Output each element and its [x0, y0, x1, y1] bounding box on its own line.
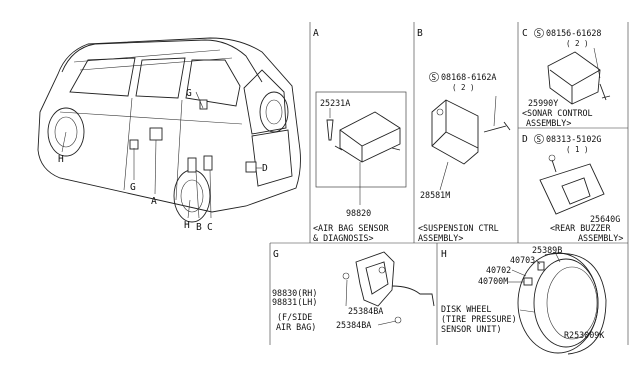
- bolt-08313-5102g: 08313-5102G: [546, 134, 601, 144]
- bolt-25384ba-upper: 25384BA: [348, 306, 383, 316]
- section-a: A 25231A 98820 <AIR BAG SENSOR & DIAGNOS…: [313, 28, 401, 243]
- section-h-caption-1: DISK WHEEL: [441, 304, 491, 314]
- callout-b: B: [196, 222, 202, 233]
- screw-symbol-d: S: [537, 135, 542, 144]
- section-g-caption-2: AIR BAG): [276, 322, 316, 332]
- section-c-caption-2: ASSEMBLY>: [526, 118, 571, 128]
- part-40700m: 40700M: [478, 276, 508, 286]
- callout-h-left: H: [58, 154, 64, 165]
- callout-a: A: [151, 196, 157, 207]
- section-a-caption-2: & DIAGNOSIS>: [313, 233, 374, 243]
- callout-g-mid: G: [130, 182, 136, 193]
- bolt-qty-c: ( 2 ): [566, 39, 589, 48]
- section-g-caption-1: (F/SIDE: [277, 312, 312, 322]
- part-98820: 98820: [346, 208, 371, 218]
- part-25389b: 25389B: [532, 245, 562, 255]
- section-b: B S 08168-6162A ( 2 ) 28581M <SUSPENSION…: [417, 28, 511, 243]
- bolt-qty-b: ( 2 ): [452, 83, 475, 92]
- section-c: C S 08156-61628 ( 2 ) 25990Y <SONAR CONT…: [522, 28, 611, 128]
- section-b-caption-1: <SUSPENSION CTRL: [418, 223, 499, 233]
- bolt-08168-6162a: 08168-6162A: [441, 72, 496, 82]
- part-25990y: 25990Y: [528, 98, 558, 108]
- section-d-caption-1: <REAR BUZZER: [550, 223, 611, 233]
- section-d-letter: D: [522, 134, 528, 145]
- screw-symbol-b: S: [432, 73, 437, 82]
- part-40703: 40703: [510, 255, 535, 265]
- part-25231a: 25231A: [320, 98, 350, 108]
- section-c-letter: C: [522, 28, 528, 39]
- bolt-25384ba-lower: 25384BA: [336, 320, 371, 330]
- callout-c: C: [207, 222, 213, 233]
- callout-d: D: [262, 163, 268, 174]
- section-d: D S 08313-5102G ( 1 ) 25640G <REAR BUZZE…: [522, 134, 623, 243]
- screw-symbol-c: S: [537, 29, 542, 38]
- callout-g-top: G: [186, 88, 192, 99]
- section-a-caption-1: <AIR BAG SENSOR: [313, 223, 390, 233]
- bolt-qty-d: ( 1 ): [566, 145, 589, 154]
- diagram-id: R253009K: [564, 330, 605, 340]
- section-h-letter: H: [441, 249, 447, 260]
- callout-h-right: H: [184, 220, 190, 231]
- section-h-caption-3: SENSOR UNIT): [441, 324, 502, 334]
- section-h: H 40703 25389B 40702 40700M DISK WHEEL (…: [441, 245, 607, 355]
- section-h-caption-2: (TIRE PRESSURE): [441, 314, 517, 324]
- part-40702: 40702: [486, 265, 511, 275]
- part-98830-rh: 98830(RH): [272, 288, 317, 298]
- bolt-08156-61628: 08156-61628: [546, 28, 601, 38]
- section-b-letter: B: [417, 28, 423, 39]
- part-25640g: 25640G: [590, 214, 620, 224]
- section-g-letter: G: [273, 249, 279, 260]
- section-a-letter: A: [313, 28, 319, 39]
- part-98831-lh: 98831(LH): [272, 297, 317, 307]
- section-b-caption-2: ASSEMBLY>: [418, 233, 463, 243]
- section-g: G 98830(RH) 98831(LH) (F/SIDE AIR BAG) 2…: [272, 249, 435, 332]
- part-28581m: 28581M: [420, 190, 450, 200]
- section-d-caption-2: ASSEMBLY>: [578, 233, 623, 243]
- panel-borders: [269, 22, 629, 345]
- section-c-caption-1: <SONAR CONTROL: [522, 108, 593, 118]
- vehicle-illustration: [37, 37, 301, 223]
- vehicle-callouts: G H G A H B C D: [58, 88, 268, 233]
